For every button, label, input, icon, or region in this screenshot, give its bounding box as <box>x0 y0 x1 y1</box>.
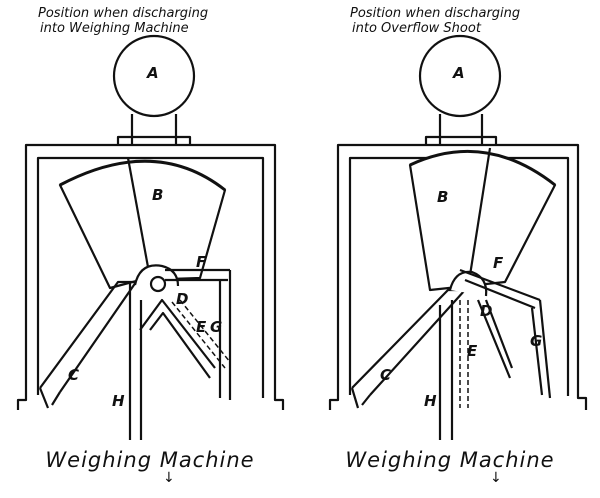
right-down-arrow-icon: ↓ <box>490 470 502 486</box>
left-label-E: E <box>196 318 207 336</box>
right-caption-line1: Position when discharging <box>350 6 521 21</box>
left-label-F: F <box>196 253 207 271</box>
right-deflector <box>476 299 514 379</box>
right-chute-end <box>350 387 371 409</box>
right-dashed-E <box>459 300 469 408</box>
left-sector-divider <box>126 157 152 279</box>
right-label-G: G <box>530 332 542 350</box>
left-chute-end <box>38 387 61 409</box>
right-mechanism-drawing: A B C D E F G H <box>328 34 588 440</box>
right-bottom-label: Weighing Machine <box>345 448 555 472</box>
right-sector-B <box>408 150 557 292</box>
left-label-D: D <box>176 290 188 308</box>
right-caption-line2: into Overflow Shoot <box>352 21 481 36</box>
left-motor-circle <box>112 34 196 118</box>
left-dashed-E2 <box>179 299 231 363</box>
left-dashed-E <box>171 301 226 369</box>
left-label-C: C <box>68 366 79 384</box>
left-bottom-label: Weighing Machine <box>45 448 255 472</box>
left-chute-C <box>39 280 138 393</box>
right-pivot-D <box>448 270 488 297</box>
left-frame-inner <box>36 156 265 398</box>
right-sector-arc <box>409 149 556 187</box>
left-label-H: H <box>112 392 125 410</box>
left-label-A: A <box>146 64 159 82</box>
left-caption-line2: into Weighing Machine <box>40 21 189 36</box>
right-chute-C <box>351 288 467 396</box>
left-flap-G <box>218 270 232 400</box>
left-down-arrow-icon: ↓ <box>163 470 175 486</box>
left-diagram-panel: Position when discharging into Weighing … <box>16 6 285 486</box>
left-mount <box>116 135 192 145</box>
left-mechanism-drawing: A B C D E F G H <box>16 34 285 440</box>
right-sector-divider <box>466 147 492 289</box>
right-label-C: C <box>380 366 391 384</box>
right-label-D: D <box>480 302 492 320</box>
right-label-E: E <box>467 342 478 360</box>
right-flap-G <box>530 299 552 399</box>
left-label-G: G <box>210 318 222 336</box>
right-motor-support <box>438 114 484 145</box>
right-label-B: B <box>437 188 448 206</box>
right-label-H: H <box>424 392 437 410</box>
left-deflector <box>139 298 216 379</box>
left-pipe-H <box>128 282 143 440</box>
left-caption-line1: Position when discharging <box>38 6 209 21</box>
right-label-A: A <box>452 64 465 82</box>
right-mount <box>424 135 498 145</box>
right-frame-outer <box>328 143 588 410</box>
left-gate-F <box>165 268 230 282</box>
right-pipe-H <box>438 300 454 440</box>
right-diagram-panel: Position when discharging into Overflow … <box>300 0 600 498</box>
left-frame-outer <box>16 143 285 410</box>
right-gate-F <box>459 268 541 310</box>
left-sector-arc <box>59 159 226 192</box>
left-label-B: B <box>152 186 163 204</box>
right-motor-circle <box>418 34 502 118</box>
right-label-F: F <box>493 254 504 272</box>
left-motor-support <box>130 114 178 145</box>
left-pivot-pin <box>149 275 167 293</box>
